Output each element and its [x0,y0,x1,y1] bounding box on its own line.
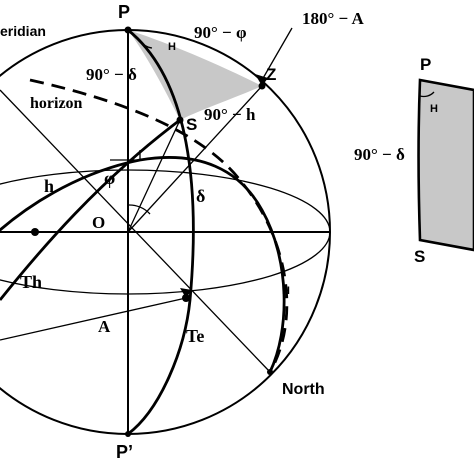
declination-circle [0,118,181,301]
label-star: S [186,115,197,134]
zenith-line [127,85,263,233]
label-meridian: eridian [0,23,46,39]
label-colatitude: 90° − φ [194,23,247,42]
line-to-te [0,297,187,341]
line-to-north [0,89,271,373]
side-triangle-angle-arc [419,91,435,98]
arrow-te [180,288,192,298]
label-azimuth-supplement: 180° − A [302,9,365,28]
label-polar-distance: 90° − δ [86,65,137,84]
label-hour-angle-lower: H [282,285,290,297]
arrow-z [255,74,268,86]
label-zenith-distance: 90° − h [204,105,256,124]
latitude-arc [127,204,151,215]
label-triangle-pole: P [420,55,431,74]
setting-dot [182,294,190,302]
south-pole-dot [125,431,131,437]
label-azimuth: A [98,317,111,336]
label-declination: δ [196,186,205,206]
hour-circle [127,28,195,436]
right-angle-mark [110,150,141,161]
north-dot [267,369,273,375]
label-pole-north: P [118,2,130,22]
rising-dot [31,228,39,236]
label-triangle-angle-h: H [430,103,438,115]
pole-dot [124,26,132,34]
horizon-circle-back [29,78,289,373]
horizon-circle-front [0,156,286,373]
label-horizon: horizon [30,95,83,112]
label-setting-point: Te [186,326,204,346]
label-rising-point: Th [20,272,42,292]
label-pole-south: P’ [116,442,133,462]
label-triangle-side: 90° − δ [354,145,405,164]
label-zenith: Z [266,65,276,84]
star-line [127,119,181,233]
label-latitude: φ [104,168,115,188]
label-center: O [92,213,105,232]
shaded-spherical-triangle [128,30,262,120]
label-hour-angle: H [168,41,176,53]
zenith-dot [258,82,266,90]
star-dot [176,116,184,124]
label-triangle-star: S [414,247,425,266]
azimuth-pointer [261,27,293,81]
label-north: North [282,381,325,398]
hour-angle-arc [139,39,153,49]
side-triangle [417,78,474,252]
label-altitude: h [44,176,54,196]
